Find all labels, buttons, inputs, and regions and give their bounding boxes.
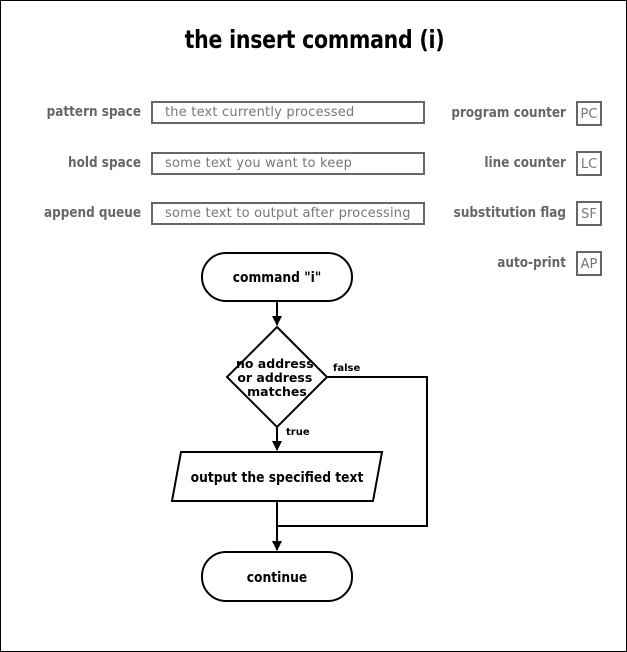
append-queue-label: append queue [43,205,141,221]
pattern-space-value: the text currently processed [165,105,355,120]
false-branch-label: false [333,363,360,374]
auto-print-box: AP [576,251,602,276]
line-counter-box: LC [576,151,602,176]
substitution-flag-box: SF [576,201,602,226]
append-queue-field: some text to output after processing [151,202,425,225]
append-queue-value: some text to output after processing [165,206,411,221]
auto-print-label: auto-print [497,255,566,271]
program-counter-abbr: PC [580,107,598,122]
start-node-label: command "i" [233,270,322,286]
decision-line-3: matches [247,384,307,399]
false-branch-line [277,376,428,527]
action-node-label: output the specified text [191,470,364,486]
substitution-flag-label: substitution flag [453,205,566,221]
hold-space-label: hold space [68,155,141,171]
end-node-label: continue [247,570,308,586]
line-counter-label: line counter [484,155,566,171]
decision-label: no address or address matches [236,356,318,399]
program-counter-label: program counter [451,105,566,121]
hold-space-field: some text you want to keep [151,152,425,175]
decision-line-1: no address [236,356,314,371]
true-branch-label: true [286,427,310,438]
decision-line-2: or address [237,370,312,385]
line-counter-abbr: LC [580,157,598,172]
page-title: the insert command (i) [184,25,445,54]
pattern-space-field: the text currently processed [151,101,425,124]
substitution-flag-abbr: SF [581,207,597,222]
pattern-space-label: pattern space [46,104,141,120]
hold-space-value: some text you want to keep [165,156,353,171]
auto-print-abbr: AP [580,257,598,272]
end-node [201,551,353,602]
program-counter-box: PC [576,101,602,126]
action-node [170,451,384,502]
